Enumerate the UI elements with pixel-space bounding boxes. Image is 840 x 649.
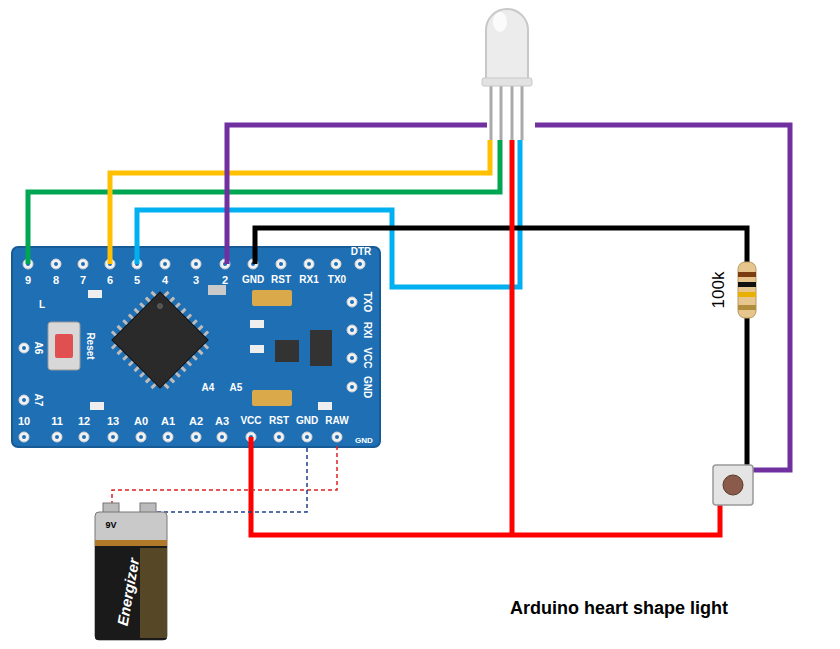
pin-label: 4 <box>162 275 168 286</box>
pin-label: GND <box>355 437 373 445</box>
pin-label: 7 <box>80 275 86 286</box>
pin-label: A3 <box>215 416 229 427</box>
pin-label: 6 <box>107 275 113 286</box>
crystal <box>208 285 226 295</box>
pin-label: RST <box>269 416 289 426</box>
pin-label: VCC <box>362 347 372 368</box>
pin-label: RAW <box>325 416 348 426</box>
smd-part <box>250 345 264 353</box>
pin-label: 13 <box>107 416 119 427</box>
pin-label: 10 <box>18 416 30 427</box>
wire <box>510 140 515 535</box>
pin-label: 2 <box>222 275 228 286</box>
pin-label: A2 <box>189 416 203 427</box>
smd-part <box>88 290 102 298</box>
pin-label: 12 <box>78 416 90 427</box>
microcontroller-chip <box>103 283 216 396</box>
pin-label: A6 <box>33 342 43 355</box>
pin-label: GND <box>362 376 372 398</box>
pin-label: RXI <box>362 322 372 339</box>
pin-label: VCC <box>240 416 261 426</box>
pin-label: A7 <box>33 394 43 407</box>
pin-label: A1 <box>161 416 175 427</box>
pin-label: A5 <box>230 383 243 393</box>
smd-part <box>250 320 264 328</box>
smd-part <box>318 402 332 410</box>
push-button <box>713 465 753 505</box>
pin-label: RX1 <box>299 275 318 285</box>
regulator <box>275 340 299 362</box>
resistor-symbol <box>738 262 756 318</box>
pin-label: TXO <box>362 292 372 313</box>
pin-label: DTR <box>351 247 372 257</box>
battery-voltage: 9V <box>105 521 116 530</box>
pin-label: GND <box>242 275 264 285</box>
led-label: L <box>39 300 45 310</box>
pin-label: A4 <box>202 383 215 393</box>
pin-label: GND <box>296 416 318 426</box>
wires <box>28 125 790 535</box>
reset-button <box>48 322 80 370</box>
pin-label: TX0 <box>328 275 346 285</box>
pin-label: RST <box>271 275 291 285</box>
capacitor <box>252 390 292 406</box>
pin-label: A0 <box>134 416 148 427</box>
arduino-board <box>12 247 380 447</box>
pin-label: 8 <box>53 275 59 286</box>
smd-part <box>90 402 104 410</box>
pin-label: 11 <box>51 416 63 427</box>
battery-leads <box>112 445 337 512</box>
wire <box>137 140 520 287</box>
regulator <box>310 330 332 366</box>
resistor-value: 100k <box>710 272 727 309</box>
reset-button-cap <box>55 334 73 358</box>
capacitor <box>252 290 292 306</box>
wire <box>110 140 490 264</box>
wire <box>227 125 487 264</box>
pin-holes <box>19 259 365 442</box>
caption: Arduino heart shape light <box>510 598 728 619</box>
battery-brand: Energizer <box>115 557 142 627</box>
battery <box>95 503 167 640</box>
pin-label: 3 <box>193 275 199 286</box>
button-label: Reset <box>85 332 95 359</box>
wire <box>251 437 720 535</box>
wire <box>255 228 747 264</box>
pin-label: 9 <box>25 275 31 286</box>
pin-label: 5 <box>134 275 140 286</box>
rgb-led <box>482 9 532 140</box>
wire <box>28 140 500 264</box>
wire <box>745 318 750 468</box>
wire <box>535 125 790 470</box>
